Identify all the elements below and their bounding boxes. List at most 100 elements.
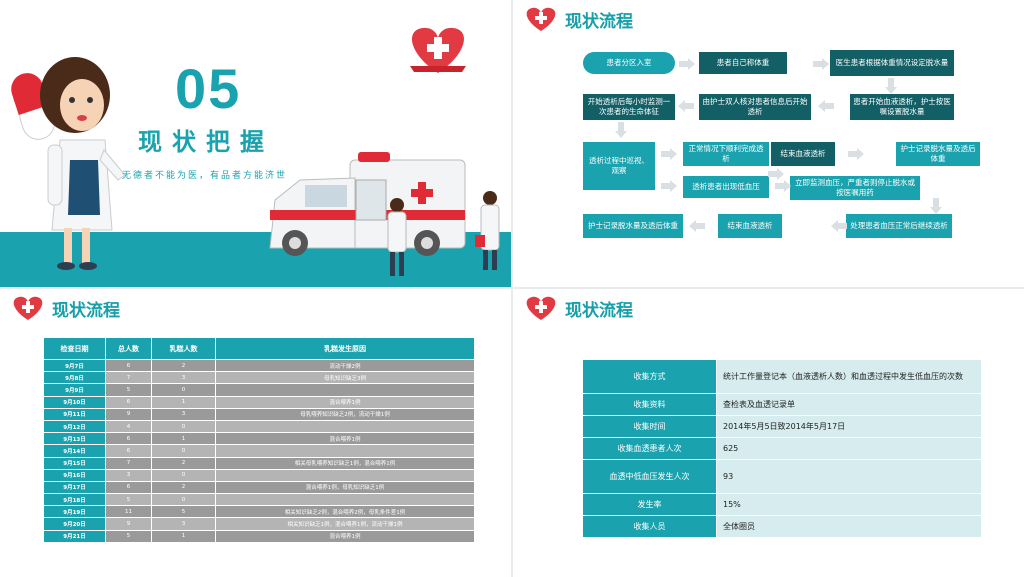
table-cell: 5	[105, 493, 152, 507]
col-header-total: 总人数	[105, 337, 152, 360]
table-cell: 9月14日	[43, 444, 106, 458]
table-cell: 2	[151, 456, 216, 470]
row-value: 625	[716, 437, 982, 460]
row-value: 统计工作量登记本（血液透析人数）和血透过程中发生低血压的次数	[716, 359, 982, 394]
medical-heart-icon	[526, 7, 556, 31]
slide-title: 现状流程	[52, 300, 120, 321]
table-cell: 相关母乳喂养知识缺乏1例，混合喂养1例	[215, 456, 475, 470]
flow-step: 结束血液透析	[718, 214, 782, 238]
table-cell: 9月20日	[43, 517, 106, 531]
flow-step: 透析过程中巡视、观察	[583, 142, 655, 190]
medical-heart-icon	[13, 296, 43, 320]
table-cell: 5	[105, 383, 152, 397]
flow-step: 患者自己称体重	[699, 52, 787, 74]
table-cell	[215, 493, 475, 507]
nurse-illustration	[11, 27, 500, 276]
medical-heart-icon	[526, 296, 556, 320]
row-value: 15%	[716, 493, 982, 516]
table-cell	[215, 444, 475, 458]
table-cell: 相关知识缺乏1例，混合喂养1例，流动干燥1例	[215, 517, 475, 531]
table-cell: 0	[151, 468, 216, 482]
table-cell: 2	[151, 480, 216, 495]
slide-title: 现状流程	[565, 11, 633, 32]
flow-step: 患者开始血液透析，护士按医嘱设置脱水量	[850, 94, 954, 120]
table-cell	[215, 419, 475, 434]
flow-arrow-icon	[689, 220, 705, 232]
table-cell	[215, 383, 475, 397]
table-cell: 0	[151, 493, 216, 507]
table-cell: 9月15日	[43, 456, 106, 470]
row-label: 收集方式	[582, 359, 717, 394]
table-cell: 混合喂养1例	[215, 395, 475, 409]
flow-arrow-icon	[661, 148, 677, 160]
table-cell: 混合喂养1例，母乳知识缺乏1例	[215, 480, 475, 495]
flow-arrow-icon	[679, 58, 695, 70]
table-cell: 4	[105, 419, 152, 434]
flow-arrow-icon	[885, 78, 897, 94]
table-cell: 5	[151, 505, 216, 519]
table-cell: 0	[151, 419, 216, 434]
row-label: 发生率	[582, 493, 717, 516]
collection-table: 收集方式统计工作量登记本（血液透析人数）和血透过程中发生低血压的次数收集资料查检…	[582, 359, 982, 538]
table-cell: 1	[151, 395, 216, 409]
table-cell: 9月19日	[43, 505, 106, 519]
slide-2-flowchart[interactable]: 现状流程 患者分区入室患者自己称体重医生患者根据体重情况设定脱水量开始透析后每小…	[513, 0, 1024, 287]
flow-arrow-icon	[848, 148, 864, 160]
flow-step: 处理患者血压正常后继续透析	[846, 214, 952, 238]
table-row: 收集人员全体圈员	[582, 515, 982, 538]
table-cell: 7	[105, 371, 152, 385]
flow-arrow-icon	[615, 122, 627, 138]
flow-arrow-icon	[678, 100, 694, 112]
flow-step: 结束血液透析	[771, 142, 835, 166]
table-cell: 9月7日	[43, 358, 106, 373]
flow-arrow-icon	[831, 220, 847, 232]
table-cell: 3	[151, 407, 216, 421]
flow-step: 立即监测血压，严重者则停止脱水或按医嘱用药	[790, 176, 920, 200]
table-cell: 9月21日	[43, 529, 106, 543]
flow-arrow-icon	[775, 180, 791, 192]
col-header-count: 乳糕人数	[151, 337, 216, 360]
table-cell: 5	[105, 529, 152, 543]
table-cell: 相关知识缺乏2例，混合喂养2例，母乳条件差1例	[215, 505, 475, 519]
table-cell: 0	[151, 383, 216, 397]
table-cell: 流动干燥2例	[215, 358, 475, 373]
table-cell	[215, 468, 475, 482]
flow-step: 医生患者根据体重情况设定脱水量	[830, 50, 954, 76]
table-cell: 7	[105, 456, 152, 470]
slide-1-section-cover[interactable]: 05 现状把握 无德者不能为医，有品者方能济世	[0, 0, 511, 287]
flow-step: 护士记录脱水量及透后体重	[896, 142, 980, 166]
table-cell: 9月8日	[43, 371, 106, 385]
slide-title: 现状流程	[565, 300, 633, 321]
table-cell: 6	[105, 432, 152, 446]
section-number: 05	[175, 57, 242, 120]
col-header-reason: 乳糕发生原因	[215, 337, 475, 360]
slide-header: 现状流程	[523, 6, 633, 32]
row-value: 全体圈员	[716, 515, 982, 538]
flow-step: 由护士双人核对患者信息后开始透析	[699, 94, 811, 120]
flow-arrow-icon	[818, 100, 834, 112]
slide-header: 现状流程	[10, 295, 120, 321]
flow-arrow-icon	[930, 198, 942, 214]
row-label: 收集人员	[582, 515, 717, 538]
table-cell: 1	[151, 529, 216, 543]
table-cell: 9	[105, 517, 152, 531]
row-label: 收集资料	[582, 393, 717, 416]
flow-arrow-icon	[768, 168, 784, 180]
col-header-date: 检查日期	[43, 337, 106, 360]
table-cell: 1	[151, 432, 216, 446]
table-cell: 混合喂养1例	[215, 529, 475, 543]
